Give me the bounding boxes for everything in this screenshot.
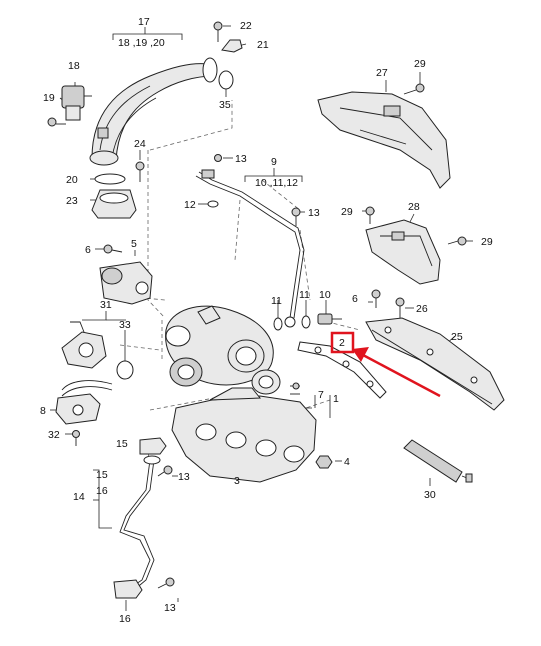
bolt-29-right — [447, 236, 467, 246]
callout-13-return-b: 13 — [164, 602, 176, 614]
callout-23: 23 — [66, 195, 78, 207]
callout-16: 16 — [119, 613, 131, 625]
callout-21: 21 — [257, 39, 269, 51]
seal-ring-11a — [273, 317, 283, 331]
callout-32: 32 — [48, 429, 60, 441]
highlight-arrow — [362, 353, 441, 398]
callout-12: 12 — [184, 199, 196, 211]
callout-25: 25 — [451, 331, 463, 343]
diverter-valve — [99, 261, 153, 305]
callout-33: 33 — [119, 319, 131, 331]
callout-18-19-20: 18 ,19 ,20 — [118, 37, 165, 49]
callout-11-left: 11 — [271, 295, 282, 307]
callout-9: 9 — [271, 156, 277, 168]
highlight-arrowhead — [352, 347, 369, 362]
bolt-6-right — [371, 289, 381, 308]
sensor-bolt — [47, 117, 66, 127]
callout-35: 35 — [219, 99, 231, 111]
washer-12 — [207, 200, 219, 208]
callout-30: 30 — [424, 489, 436, 501]
highlight-callout — [330, 331, 441, 398]
recirc-valve-31 — [61, 321, 107, 369]
oil-supply-line — [195, 154, 305, 328]
callout-17: 17 — [138, 16, 150, 28]
bolt-32 — [72, 430, 80, 446]
callout-8: 8 — [40, 405, 46, 417]
callout-22: 22 — [240, 20, 252, 32]
bolt-13-return-a — [157, 465, 173, 477]
bracket-21 — [213, 21, 243, 53]
callout-13-top: 13 — [235, 153, 247, 165]
callout-15-bracket: 15 — [96, 469, 108, 481]
o-ring-33 — [116, 360, 134, 380]
banjo-bolt-10 — [317, 313, 342, 325]
callout-29-left: 29 — [341, 206, 353, 218]
callout-6-left: 6 — [85, 244, 91, 256]
callout-31: 31 — [100, 299, 112, 311]
bolt-13-return-b — [157, 577, 175, 589]
callout-11-right: 11 — [299, 289, 310, 301]
callout-13-mid: 13 — [308, 207, 320, 219]
pressure-sensor — [61, 85, 92, 121]
callout-13-return-a: 13 — [178, 471, 190, 483]
callout-29-right: 29 — [481, 236, 493, 248]
callout-28: 28 — [408, 201, 420, 213]
callout-10-11-12: 10 ,11,12 — [255, 177, 298, 189]
heat-shield-28 — [365, 219, 441, 285]
stud-bolts-7 — [290, 382, 300, 395]
bolt-29-top — [403, 83, 425, 95]
o-ring-20 — [94, 173, 126, 185]
hose-8 — [55, 380, 113, 425]
callout-18: 18 — [68, 60, 80, 72]
callout-labels: 1 2 3 4 5 6 6 7 8 9 10 10 ,11,12 11 11 1… — [40, 16, 493, 625]
callout-16-bracket: 16 — [96, 485, 108, 497]
seal-ring-11b — [301, 315, 311, 329]
clamp-ring-35 — [218, 70, 234, 90]
heat-shield-27 — [317, 91, 451, 189]
callout-27: 27 — [376, 67, 388, 79]
manifold-gasket-2 — [297, 341, 387, 399]
nut-4 — [315, 455, 333, 469]
heat-shield-25 — [365, 317, 505, 411]
callout-1: 1 — [333, 393, 339, 405]
callout-4: 4 — [344, 456, 350, 468]
bolt-13-top — [291, 207, 301, 226]
sealant-tube-30 — [403, 439, 473, 483]
callout-29-top: 29 — [414, 58, 426, 70]
exhaust-manifold — [171, 387, 317, 483]
callout-7: 7 — [318, 389, 324, 401]
highlight-box — [330, 331, 355, 354]
callout-26: 26 — [416, 303, 428, 315]
callout-5: 5 — [131, 238, 137, 250]
bolt-29-left — [365, 206, 375, 224]
charge-air-pipe — [89, 57, 218, 166]
callout-2: 2 — [339, 337, 345, 349]
callout-24: 24 — [134, 138, 146, 150]
callout-3: 3 — [234, 475, 240, 487]
oil-return-line — [113, 437, 167, 599]
bolt-26 — [395, 297, 405, 318]
callout-10: 10 — [319, 289, 331, 301]
callout-15: 15 — [116, 438, 128, 450]
callout-6-right: 6 — [352, 293, 358, 305]
bolt-24 — [135, 161, 145, 182]
turbocharger — [165, 305, 281, 395]
callout-14: 14 — [73, 491, 85, 503]
callout-20: 20 — [66, 174, 78, 186]
callout-19: 19 — [43, 92, 55, 104]
bolt-6 — [103, 244, 123, 254]
pipe-flange — [91, 189, 137, 219]
